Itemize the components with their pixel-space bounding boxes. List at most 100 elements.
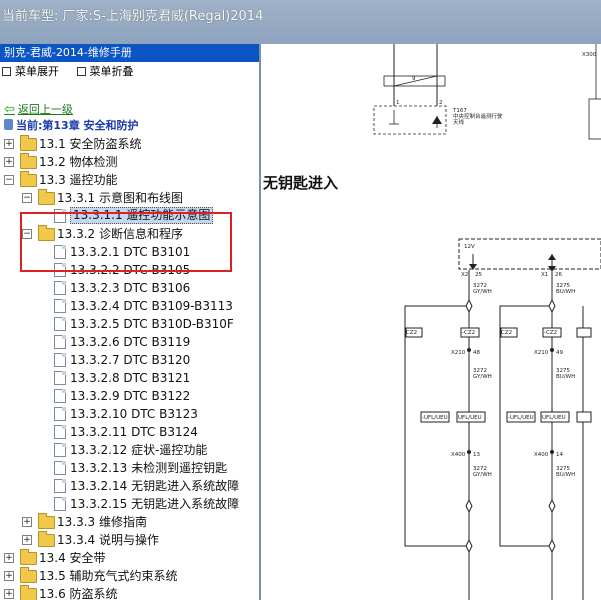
expand-all-button[interactable]: 菜单展开	[2, 65, 59, 78]
tree-item[interactable]: 13.3.2.13 未检测到遥控钥匙	[0, 459, 259, 477]
document-icon	[54, 317, 66, 331]
tree-item[interactable]: 13.3.2.3 DTC B3106	[0, 279, 259, 297]
current-chapter: 当前:第13章 安全和防护	[4, 117, 139, 133]
menu-toolbar: 菜单展开 菜单折叠	[0, 62, 259, 82]
tree-item-label: 13.3.2.3 DTC B3106	[70, 281, 191, 295]
label-t167: T167	[452, 108, 467, 114]
label-cz2-b: CZ2	[501, 330, 512, 336]
expand-toggle-icon[interactable]: +	[4, 553, 14, 563]
label-x210-a: X210	[451, 350, 466, 356]
circuit-left	[404, 270, 486, 600]
section-heading: 无钥匙进入	[263, 174, 339, 192]
label-pin14: 14	[556, 452, 563, 458]
collapse-all-label: 菜单折叠	[89, 65, 134, 78]
document-icon	[54, 461, 66, 475]
expand-toggle-icon[interactable]: +	[22, 517, 32, 527]
collapse-toggle-icon[interactable]: −	[22, 193, 32, 203]
tree-item-label: 13.3.2.1 DTC B3101	[70, 245, 191, 259]
collapse-icon	[76, 67, 86, 76]
label-wire1b-num: 3272	[473, 368, 487, 374]
tree-item[interactable]: 13.3.2.15 无钥匙进入系统故障	[0, 495, 259, 513]
tree-item[interactable]: 13.3.2.6 DTC B3119	[0, 333, 259, 351]
label-wire1c-num: 3272	[473, 466, 487, 472]
label-wire1-col: GY/WH	[473, 289, 492, 295]
label-pin25: 25	[475, 272, 482, 278]
expand-all-label: 菜单展开	[15, 65, 59, 78]
wiring-diagram: 9 1 2 T167 中央控制台遥测行驶 天线 X300 12V X2 25 X…	[373, 44, 601, 600]
tree-item-label: 13.3.2.6 DTC B3119	[70, 335, 191, 349]
tree-item-label: 13.3.2.4 DTC B3109-B3113	[70, 299, 233, 313]
folder-icon	[38, 531, 55, 547]
folder-icon	[38, 513, 55, 529]
expand-toggle-icon[interactable]: +	[4, 139, 14, 149]
expand-toggle-icon[interactable]: +	[4, 571, 14, 581]
label-x300: X300	[582, 52, 597, 58]
collapse-toggle-icon[interactable]: −	[4, 175, 14, 185]
document-icon	[54, 497, 66, 511]
tree-item[interactable]: −13.3.2 诊断信息和程序	[0, 225, 259, 243]
tree-item[interactable]: +13.5 辅助充气式约束系统	[0, 567, 259, 585]
label-cz2-a: CZ2	[406, 330, 417, 336]
label-ufl-a: -UFL/UEU	[422, 415, 448, 421]
label-wire2b-num: 3275	[556, 368, 570, 374]
tree-item[interactable]: 13.3.2.5 DTC B310D-B310F	[0, 315, 259, 333]
label-mcz2-a: -CZ2	[462, 330, 475, 336]
tree-item[interactable]: 13.3.2.9 DTC B3122	[0, 387, 259, 405]
tree-item-label: 13.3.2.13 未检测到遥控钥匙	[70, 461, 228, 475]
label-mcz2-b: -CZ2	[544, 330, 557, 336]
tree-item[interactable]: 13.3.2.7 DTC B3120	[0, 351, 259, 369]
collapse-toggle-icon[interactable]: −	[22, 229, 32, 239]
label-ufl2-b: UFL/UEU	[542, 415, 566, 421]
tree-item-label: 13.3.2.5 DTC B310D-B310F	[70, 317, 234, 331]
label-9: 9	[412, 76, 416, 82]
tree-item[interactable]: +13.1 安全防盗系统	[0, 135, 259, 153]
tree-item[interactable]: +13.2 物体检测	[0, 153, 259, 171]
expand-toggle-icon[interactable]: +	[22, 535, 32, 545]
tree-item[interactable]: 13.3.2.14 无钥匙进入系统故障	[0, 477, 259, 495]
document-icon	[54, 335, 66, 349]
expand-toggle-icon[interactable]: +	[4, 157, 14, 167]
folder-icon	[38, 189, 55, 205]
label-t167-desc1: 中央控制台遥测行驶	[453, 112, 503, 120]
tree-item-label: 13.3.2.10 DTC B3123	[70, 407, 198, 421]
folder-icon	[20, 567, 37, 583]
highlight-box	[20, 212, 232, 272]
expand-toggle-icon[interactable]: +	[4, 589, 14, 599]
tree-item[interactable]: 13.3.2.1 DTC B3101	[0, 243, 259, 261]
label-x210-b: X210	[534, 350, 549, 356]
tree-item-label: 13.3.2.11 DTC B3124	[70, 425, 198, 439]
collapse-all-button[interactable]: 菜单折叠	[76, 65, 134, 78]
label-wire2c-num: 3275	[556, 466, 570, 472]
tree-item[interactable]: 13.3.2.12 症状-遥控功能	[0, 441, 259, 459]
antenna-block	[373, 44, 601, 140]
circuit-right	[499, 272, 592, 600]
tree-item[interactable]: −13.3.1 示意图和布线图	[0, 189, 259, 207]
label-x2: X2	[461, 272, 468, 278]
tree-item[interactable]: 13.3.2.4 DTC B3109-B3113	[0, 297, 259, 315]
tree-item[interactable]: +13.3.3 维修指南	[0, 513, 259, 531]
label-x1: X1	[541, 272, 548, 278]
tree-item-label: 13.2 物体检测	[39, 155, 118, 169]
document-icon	[54, 425, 66, 439]
document-icon	[54, 479, 66, 493]
tree-item[interactable]: 13.3.2.8 DTC B3121	[0, 369, 259, 387]
document-icon	[54, 353, 66, 367]
label-pin2: 2	[439, 100, 443, 106]
tree-item[interactable]: 13.3.2.11 DTC B3124	[0, 423, 259, 441]
tree-item[interactable]: 13.3.1.1 遥控功能示意图	[0, 207, 259, 225]
tree-item-label: 13.3.2.9 DTC B3122	[70, 389, 191, 403]
back-link[interactable]: ⇦返回上一级	[4, 101, 73, 117]
tree-item-label: 13.3.2.14 无钥匙进入系统故障	[70, 479, 240, 493]
tree-item[interactable]: +13.3.4 说明与操作	[0, 531, 259, 549]
tree-item[interactable]: 13.3.2.10 DTC B3123	[0, 405, 259, 423]
title-bar: 当前车型: 厂家:S-上海别克君威(Regal)2014	[0, 0, 601, 45]
manual-header: 别克-君威-2014-维修手册	[0, 44, 259, 62]
tree-item-label: 13.3.3 维修指南	[57, 515, 147, 529]
label-pin26: 26	[555, 272, 562, 278]
document-icon	[54, 299, 66, 313]
tree-item[interactable]: −13.3 遥控功能	[0, 171, 259, 189]
tree-item[interactable]: +13.6 防盗系统	[0, 585, 259, 600]
tree-item[interactable]: +13.4 安全带	[0, 549, 259, 567]
label-12v: 12V	[464, 244, 475, 250]
tree-item-label: 13.5 辅助充气式约束系统	[39, 569, 178, 583]
